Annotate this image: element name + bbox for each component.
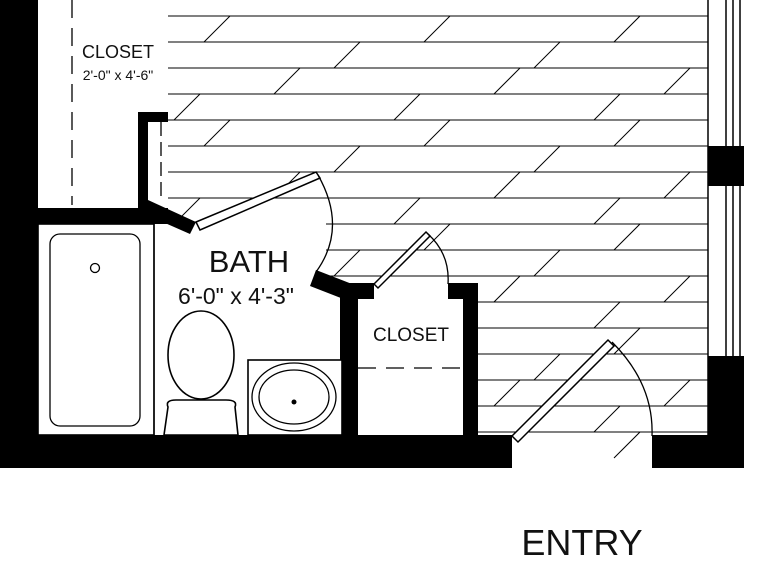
sink-vanity xyxy=(247,359,343,436)
closet-1-size: 2'-0" x 4'-6" xyxy=(83,67,154,83)
bath-label: BATH xyxy=(209,244,289,279)
walls xyxy=(0,0,744,468)
bath-size: 6'-0" x 4'-3" xyxy=(178,283,294,309)
closet-door xyxy=(372,230,449,290)
bath-door xyxy=(194,171,334,273)
closet-1-label: CLOSET xyxy=(82,42,154,62)
bathtub xyxy=(37,223,155,436)
entry-door xyxy=(510,338,653,444)
closet-2-label: CLOSET xyxy=(373,325,449,346)
toilet xyxy=(163,310,239,436)
entry-label: ENTRY xyxy=(521,522,642,563)
